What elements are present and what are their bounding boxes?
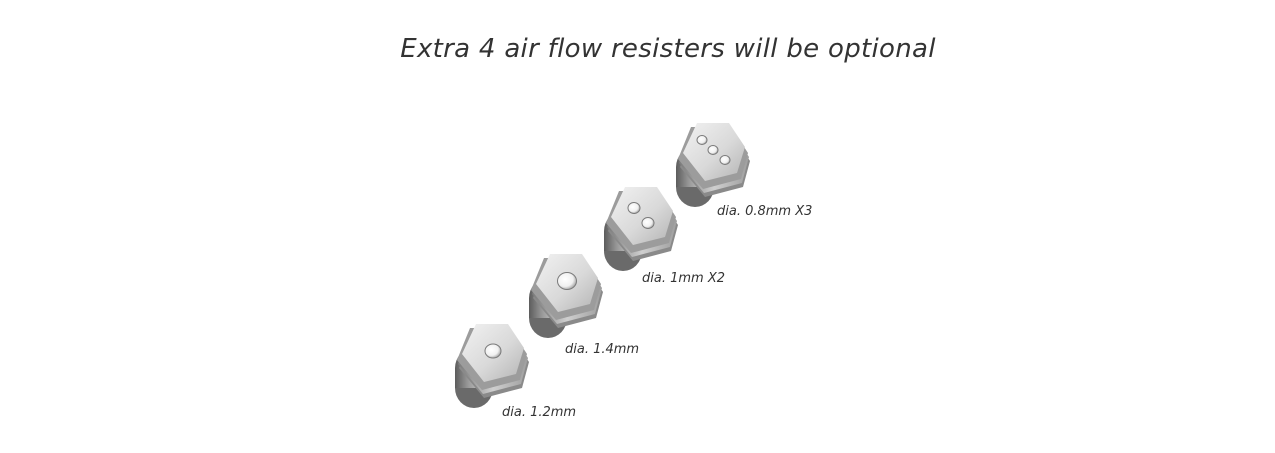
resistor-label-1-4mm: dia. 1.4mm [565,342,640,357]
air-flow-resistor-icon [604,187,678,271]
air-flow-resistor-icon [455,324,529,408]
page-title: Extra 4 air flow resisters will be optio… [400,34,936,64]
air-flow-resistor-icon [676,123,750,207]
resistor-label-1mm: dia. 1mm X2 [642,271,726,286]
air-flow-resistor-icon [529,254,603,338]
resistor-label-1-2mm: dia. 1.2mm [502,405,577,420]
resistor-label-0-8mm: dia. 0.8mm X3 [717,204,813,219]
